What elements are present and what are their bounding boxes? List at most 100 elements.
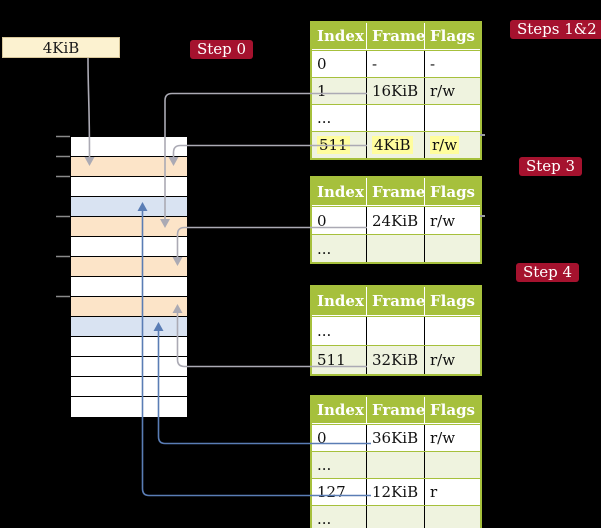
cell-text: r/w xyxy=(430,211,456,230)
table-cell xyxy=(425,317,480,345)
cell-text: ... xyxy=(317,109,332,127)
memory-frame-orange xyxy=(71,257,187,277)
column-header: Flags xyxy=(430,27,475,45)
table-cell xyxy=(367,452,425,478)
column-header: Flags xyxy=(430,182,475,201)
table-cell xyxy=(367,105,425,131)
cell-text: 12KiB xyxy=(372,483,419,501)
table-cell xyxy=(425,105,480,131)
memory-column xyxy=(70,136,188,418)
cell-text: 24KiB xyxy=(372,211,419,230)
table-cell: 4KiB xyxy=(367,132,425,158)
cell-text: 1 xyxy=(317,82,327,100)
memory-frame-white xyxy=(71,177,187,197)
table-row: 0 24KiB r/w xyxy=(312,206,480,234)
column-header: Flags xyxy=(430,401,475,419)
table-cell: 16KiB xyxy=(367,78,425,104)
cell-text: 0 xyxy=(317,429,327,447)
table-cell: 0 xyxy=(312,425,367,451)
column-header: Flags xyxy=(430,292,475,310)
table-row: 1 16KiB r/w xyxy=(312,77,480,104)
table-row: 127 12KiB r xyxy=(312,478,480,505)
cell-text: ... xyxy=(317,322,332,340)
table-cell: ... xyxy=(312,452,367,478)
cell-text: r/w xyxy=(430,429,456,447)
steps-1-2-badge: Steps 1&2 xyxy=(510,20,601,39)
column-header: Index xyxy=(312,178,367,205)
cell-text: 16KiB xyxy=(372,82,419,100)
table-row: ... xyxy=(312,505,480,528)
table-cell: 1 xyxy=(312,78,367,104)
cell-text: 0 xyxy=(317,55,327,73)
memory-frame-orange xyxy=(71,217,187,237)
cell-text: 0 xyxy=(317,211,327,230)
cell-text: 511 xyxy=(317,136,350,154)
table-cell: 0 xyxy=(312,207,367,234)
cell-text: 36KiB xyxy=(372,429,419,447)
cell-text: 127 xyxy=(317,483,346,501)
table-cell: ... xyxy=(312,506,367,528)
table-cell xyxy=(425,235,480,262)
column-header: Frame xyxy=(367,287,425,315)
table-row: ... xyxy=(312,104,480,131)
cell-text: ... xyxy=(317,239,332,258)
memory-frame-orange xyxy=(71,297,187,317)
frame-size-label: 4KiB xyxy=(42,38,80,57)
table-cell: - xyxy=(425,51,480,77)
table-cell xyxy=(425,452,480,478)
table-row: ... xyxy=(312,316,480,345)
table-cell: 511 xyxy=(312,346,367,374)
cell-text: ... xyxy=(317,456,332,474)
memory-frame-orange xyxy=(71,157,187,177)
table-cell: 511 xyxy=(312,132,367,158)
memory-frame-white xyxy=(71,277,187,297)
table-cell: 24KiB xyxy=(367,207,425,234)
table-row: 0 - - xyxy=(312,50,480,77)
column-header: Frame xyxy=(367,178,425,205)
table-cell: r xyxy=(425,479,480,505)
cell-text: r/w xyxy=(430,351,456,369)
table-row: 511 4KiB r/w xyxy=(312,131,480,158)
step3-badge: Step 3 xyxy=(519,157,583,176)
frame-size-box: 4KiB xyxy=(2,37,120,58)
table-cell: 12KiB xyxy=(367,479,425,505)
table-cell: - xyxy=(367,51,425,77)
cell-text: r/w xyxy=(430,82,456,100)
step0-badge: Step 0 xyxy=(190,40,254,59)
memory-frame-blue xyxy=(71,197,187,217)
table-cell: r/w xyxy=(425,78,480,104)
column-header: Frame xyxy=(367,397,425,423)
cell-text: - xyxy=(430,55,436,73)
cell-text: - xyxy=(372,55,378,73)
memory-frame-white xyxy=(71,137,187,157)
cell-text: r/w xyxy=(430,136,460,154)
table-cell xyxy=(367,317,425,345)
cell-text: r xyxy=(430,483,438,501)
column-header: Index xyxy=(312,23,367,49)
table-row: 511 32KiB r/w xyxy=(312,345,480,374)
memory-frame-white xyxy=(71,237,187,257)
table-cell: r/w xyxy=(425,132,480,158)
table-cell: r/w xyxy=(425,207,480,234)
table-cell: 32KiB xyxy=(367,346,425,374)
step4-badge: Step 4 xyxy=(516,263,580,282)
table-row: ... xyxy=(312,234,480,262)
table-cell: r/w xyxy=(425,425,480,451)
memory-frame-white xyxy=(71,337,187,357)
cell-text: 511 xyxy=(317,351,346,369)
memory-frame-white xyxy=(71,357,187,377)
table-cell: r/w xyxy=(425,346,480,374)
cell-text: 32KiB xyxy=(372,351,419,369)
memory-ticks xyxy=(56,135,70,298)
memory-frame-blue xyxy=(71,317,187,337)
table-cell: 36KiB xyxy=(367,425,425,451)
table-cell xyxy=(425,506,480,528)
